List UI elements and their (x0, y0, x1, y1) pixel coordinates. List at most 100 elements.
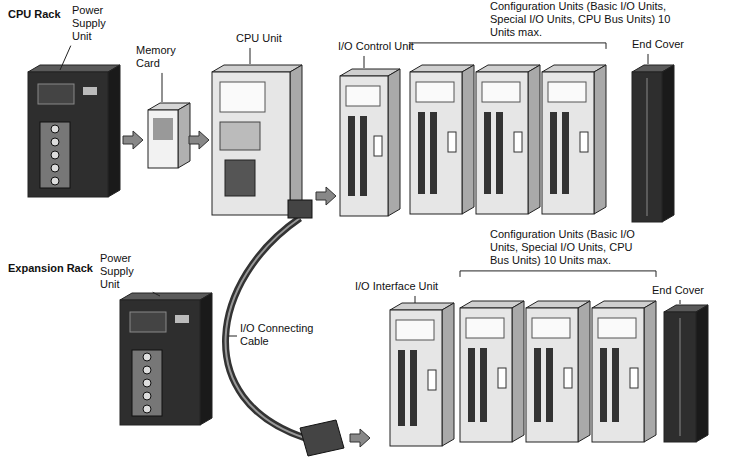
connector (398, 350, 405, 426)
part-label: Power Supply Unit (100, 252, 150, 291)
unit-side (462, 65, 474, 214)
assembly-arrow (316, 187, 336, 205)
part-label: CPU Unit (236, 32, 296, 45)
leader-line (680, 300, 681, 304)
connector (360, 116, 367, 196)
io-control-unit (340, 69, 400, 216)
cable-connector (300, 420, 344, 456)
unit-front (390, 310, 442, 446)
cpu-unit (212, 65, 302, 215)
leader-line (250, 48, 251, 64)
unit-side (512, 301, 524, 442)
terminal-screw (143, 392, 151, 400)
unit-front (542, 72, 594, 214)
unit-front (476, 72, 528, 214)
part-label: End Cover (652, 284, 732, 297)
unit-side (388, 69, 400, 216)
connector (480, 348, 487, 422)
connector (496, 112, 503, 194)
unit-front (148, 110, 178, 168)
leader-line (162, 73, 163, 102)
part-label: I/O Interface Unit (355, 280, 465, 293)
display-window (482, 82, 520, 102)
configuration-unit (476, 65, 540, 214)
connector (550, 112, 557, 194)
port (225, 160, 255, 196)
leader-line (415, 296, 416, 303)
unit-front (664, 312, 696, 442)
unit-side (528, 65, 540, 214)
terminal-screw (143, 353, 151, 361)
unit-side (290, 65, 302, 215)
unit-side (662, 65, 674, 222)
configuration-unit (526, 301, 590, 442)
unit-front (340, 76, 388, 216)
display-window (466, 318, 504, 338)
leader-line (60, 46, 71, 70)
group-bracket (460, 271, 656, 277)
switch (374, 136, 382, 156)
assembly-arrow (350, 429, 370, 447)
display-window (532, 318, 570, 338)
display-window (346, 86, 380, 106)
switch (448, 132, 456, 152)
terminal-screw (51, 164, 59, 172)
terminal-screw (51, 125, 59, 133)
unit-front (460, 308, 512, 442)
display-window (598, 318, 636, 338)
switch (580, 132, 588, 152)
connector (484, 112, 491, 194)
unit-front (410, 72, 462, 214)
terminal-block (132, 350, 162, 416)
cpu-display (220, 82, 265, 112)
unit-front (28, 72, 108, 197)
configuration-unit (592, 301, 656, 442)
unit-front (592, 308, 644, 442)
vent (130, 312, 166, 332)
unit-side (442, 303, 454, 446)
connector (546, 348, 553, 422)
power-supply-unit (28, 65, 120, 197)
assembly-arrow (189, 131, 209, 149)
indicator (83, 87, 97, 95)
configuration-unit (542, 65, 606, 214)
unit-side (200, 293, 212, 425)
switch (498, 368, 506, 388)
connector (418, 112, 425, 194)
unit-top (28, 65, 120, 72)
part-label: Memory Card (136, 44, 186, 70)
unit-side (644, 301, 656, 442)
part-label: End Cover (632, 38, 712, 51)
part-label: Power Supply Unit (72, 4, 120, 43)
configuration-unit (460, 301, 524, 442)
display-window (396, 320, 434, 340)
terminal-screw (143, 405, 151, 413)
card-label (153, 118, 173, 140)
terminal-block (40, 122, 70, 188)
switch (428, 370, 436, 390)
connector (600, 348, 607, 422)
unit-top (212, 65, 302, 72)
group-bracket (410, 43, 606, 49)
unit-side (594, 65, 606, 214)
unit-front (526, 308, 578, 442)
part-label: I/O Connecting Cable (240, 322, 340, 348)
connector (612, 348, 619, 422)
leader-line (364, 56, 365, 68)
memory-card (148, 103, 190, 168)
terminal-screw (51, 138, 59, 146)
cover-edge (680, 318, 681, 436)
card-slot (220, 122, 260, 150)
unit-front (120, 300, 200, 425)
connector (348, 116, 355, 196)
unit-top (120, 293, 212, 300)
unit-side (696, 305, 708, 442)
indicator (175, 315, 189, 323)
cover-edge (647, 78, 648, 216)
switch (630, 368, 638, 388)
connector (562, 112, 569, 194)
unit-side (578, 301, 590, 442)
unit-side (178, 103, 190, 168)
leader-line (153, 292, 160, 296)
